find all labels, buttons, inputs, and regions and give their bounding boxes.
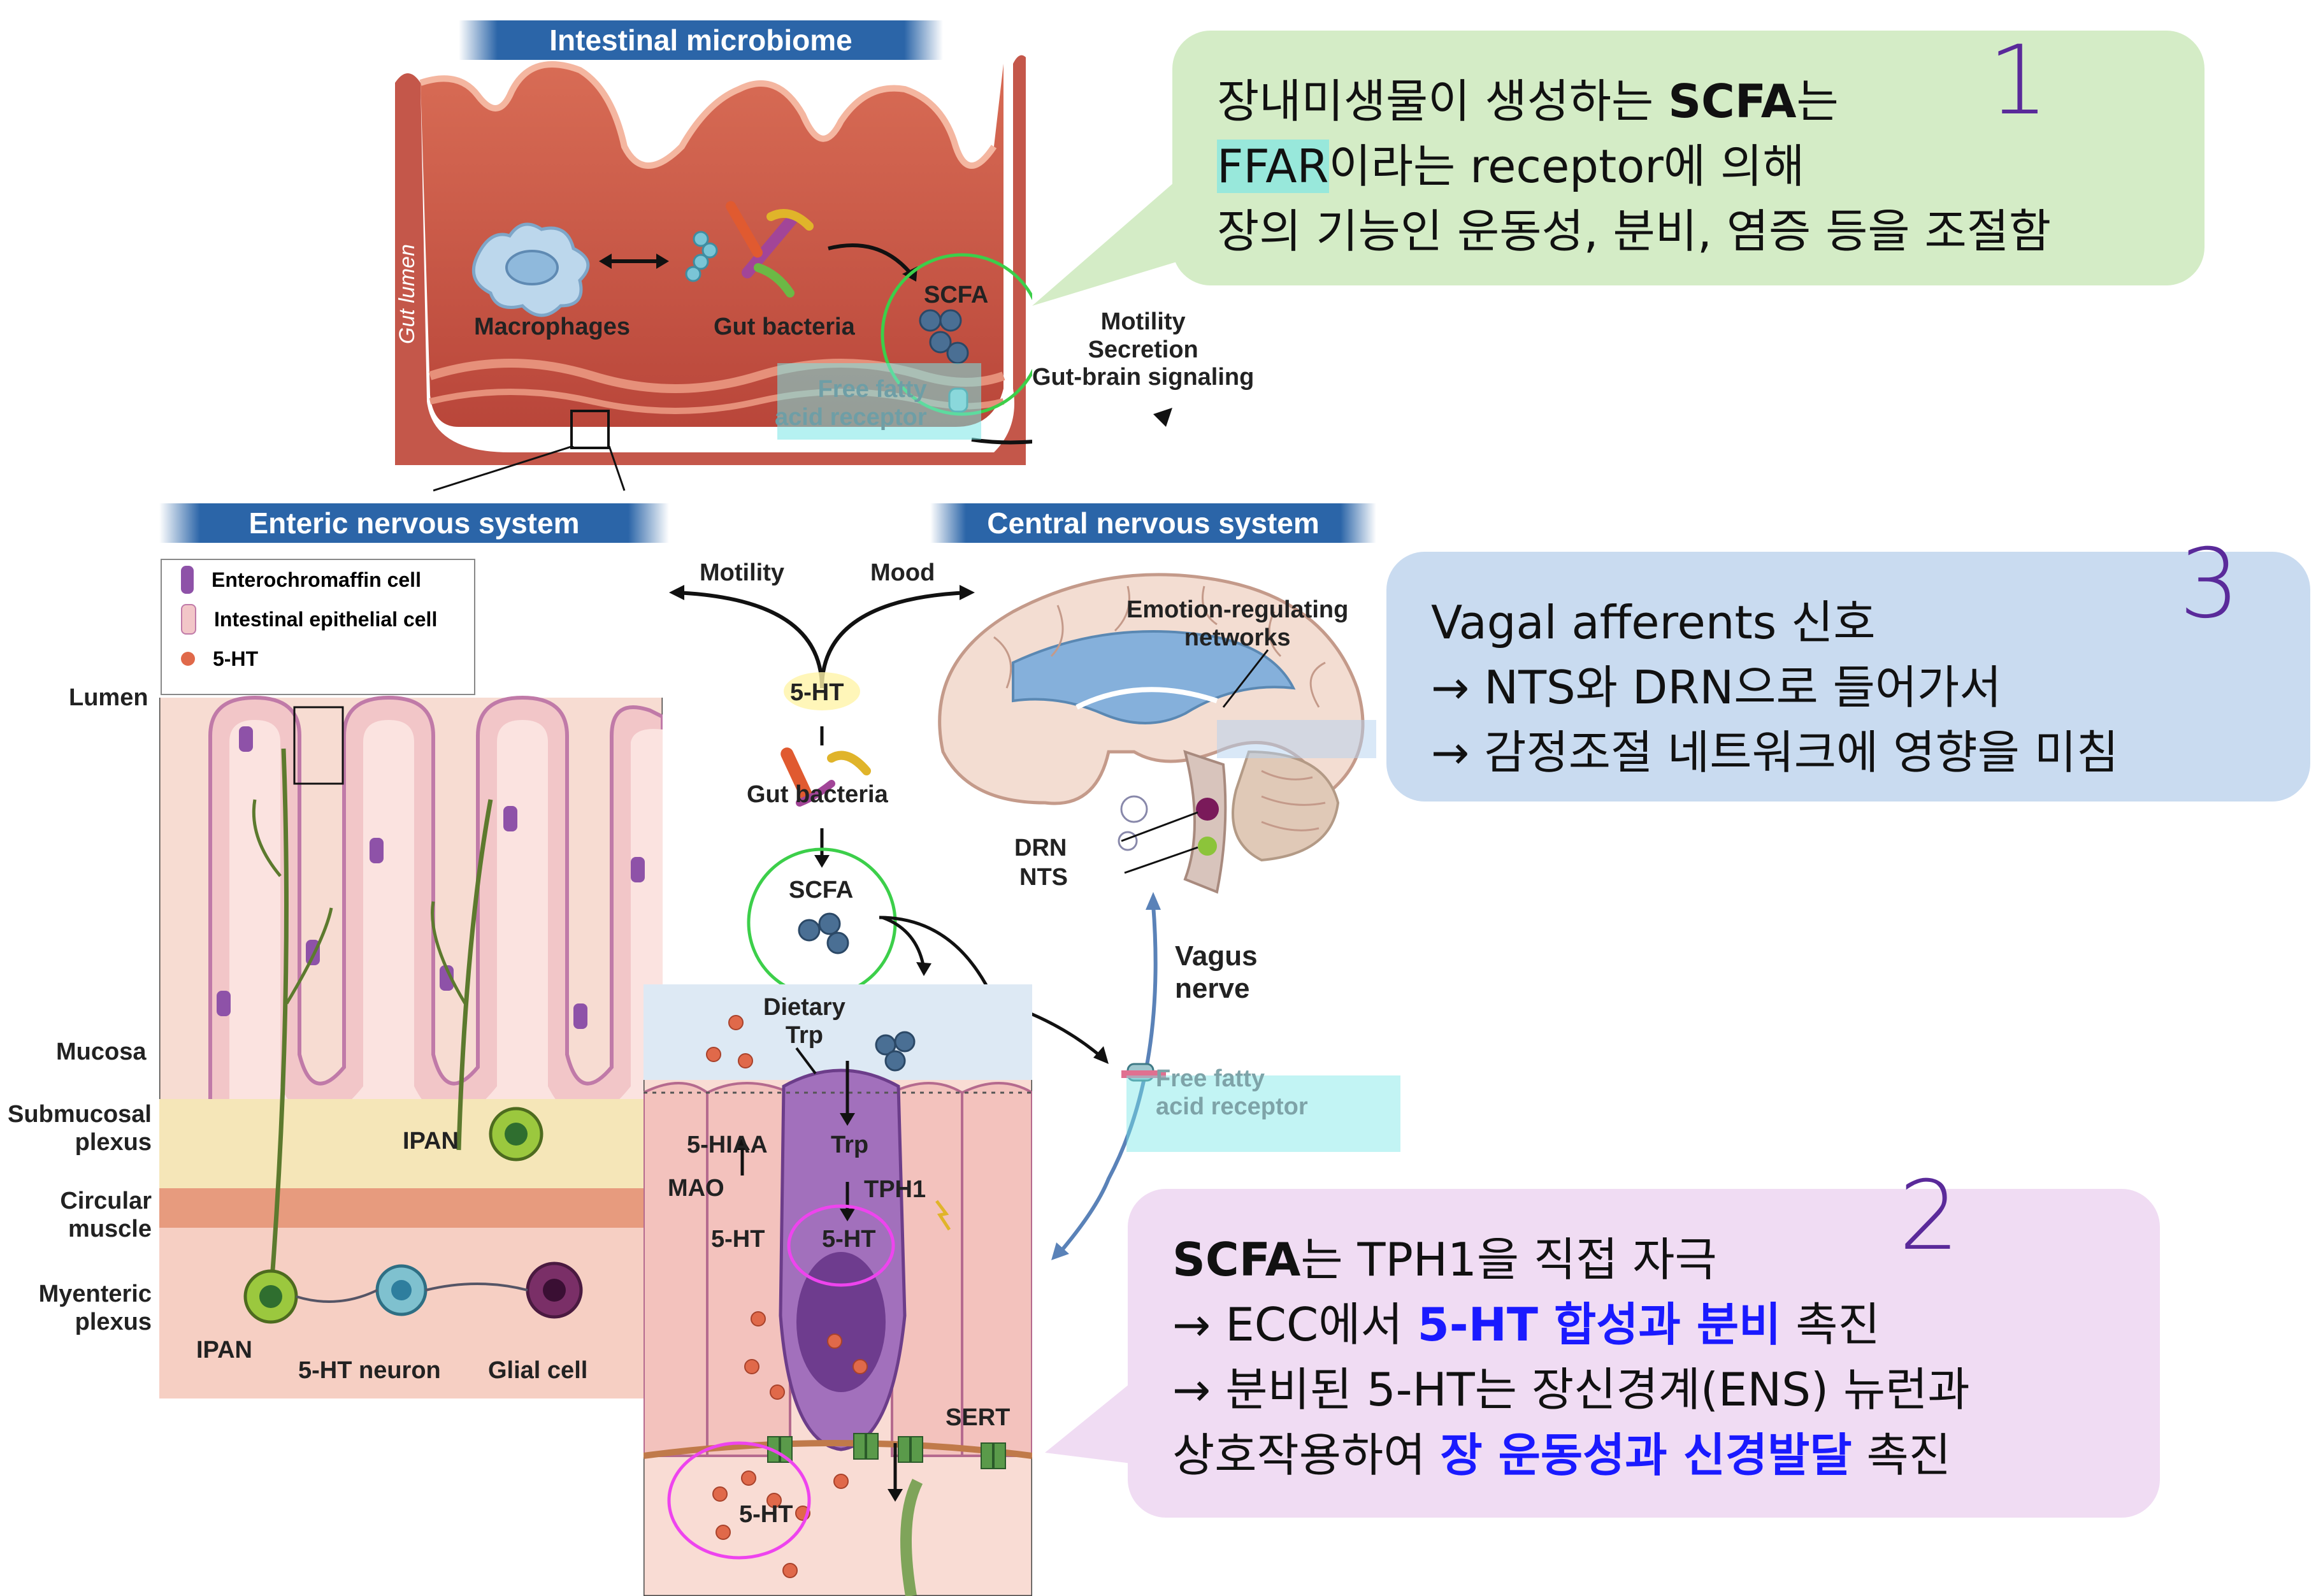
note2-text: 상호작용하여 [1172,1428,1441,1482]
tph1-label: TPH1 [864,1176,926,1203]
drn-label: DRN [1014,835,1067,861]
mao-label: MAO [668,1175,724,1202]
5ht-label-ec: 5-HT [822,1226,876,1253]
glial-cell-label: Glial cell [488,1357,588,1384]
note3-line3: → 감정조절 네트워크에 영향을 미침 [1431,726,2119,780]
ffar-label-top: Free fatty acid receptor [775,376,927,431]
mucosa-label: Mucosa [56,1039,147,1065]
5ht-label-center: 5-HT [790,679,844,706]
circular-muscle-label: Circular muscle [60,1188,152,1242]
note2-line1: SCFA는 TPH1을 직접 자극 [1172,1227,2115,1292]
5hiaa-label: 5-HIAA [687,1132,768,1158]
gut-bacteria-label-top: Gut bacteria [714,313,855,340]
note2-text: 촉진 [1852,1428,1952,1482]
gut-bacteria-label-center: Gut bacteria [747,781,888,808]
note2-highlight: 장 운동성과 신경발달 [1440,1428,1852,1482]
ec-cell-illustration [644,984,1032,1596]
note1-ffar: FFAR [1217,140,1329,194]
brain-illustration [938,573,1376,894]
note3-line2: → NTS와 DRN으로 들어가서 [1431,661,2002,715]
note1-line1: 장내미생물이 생성하는 SCFA는 [1217,69,2160,134]
enterochromaffin-swatch-icon [181,566,194,594]
gut-lumen-label: Gut lumen [395,244,419,344]
5ht-dot-icon [181,652,195,666]
macrophages-label: Macrophages [474,313,630,340]
5ht-label-left: 5-HT [711,1226,765,1253]
note3-line1: Vagal afferents 신호 [1431,596,1876,649]
ffar-highlight-cns [1126,1075,1400,1152]
dietary-trp-label: Dietary Trp [763,994,845,1049]
banner-enteric-nervous-system: Enteric nervous system [159,503,669,543]
vagus-nerve-label: Vagus nerve [1175,940,1258,1004]
note-3-vagal: Vagal afferents 신호 → NTS와 DRN으로 들어가서 → 감… [1386,552,2310,802]
scfa-label-center: SCFA [789,877,854,903]
effects-label: Motility Secretion Gut-brain signaling [1032,308,1255,391]
legend-label: 5-HT [213,647,259,670]
motility-label: Motility [700,559,784,586]
note1-text: 이라는 receptor에 의해 [1328,140,1805,194]
lumen-label: Lumen [69,684,148,711]
sert-label: SERT [946,1404,1011,1431]
note2-text: 촉진 [1781,1298,1880,1352]
note2-text: → ECC에서 [1172,1298,1418,1352]
ipan-label-bottom: IPAN [196,1337,252,1363]
legend-label: Enterochromaffin cell [212,568,421,591]
note1-scfa: SCFA [1668,75,1797,128]
ens-legend: Enterochromaffin cell Intestinal epithel… [161,559,475,695]
mood-label: Mood [870,559,935,586]
arrowhead-effects [1153,408,1172,427]
epithelial-swatch-icon [181,604,196,635]
emotion-networks-label: Emotion-regulating networks [1126,596,1349,651]
ipan-label-top: IPAN [403,1128,459,1154]
note2-line3: → 분비된 5-HT는 장신경계(ENS) 뉴런과 [1172,1363,1970,1417]
note2-highlight: 5-HT 합성과 분비 [1417,1298,1781,1352]
note2-line2: → ECC에서 5-HT 합성과 분비 촉진 [1172,1292,2115,1357]
note2-text: 는 TPH1을 직접 자극 [1300,1233,1717,1286]
vagus-nerve-illustration [1051,892,1166,1260]
note2-scfa: SCFA [1172,1233,1301,1286]
note1-line2: FFAR이라는 receptor에 의해 [1217,134,2160,199]
banner-intestinal-microbiome: Intestinal microbiome [459,20,943,60]
5ht-label-bottom: 5-HT [739,1501,793,1528]
note1-line3: 장의 기능인 운동성, 분비, 염증 등을 조절함 [1217,205,2052,259]
legend-enterochromaffin: Enterochromaffin cell [162,560,474,600]
note3-number: 3 [2179,529,2240,640]
5ht-neuron-label: 5-HT neuron [298,1357,441,1384]
nts-label: NTS [1019,864,1068,891]
myenteric-label: Myenteric plexus [38,1281,152,1335]
legend-5ht: 5-HT [162,639,474,679]
note1-number: 1 [1988,25,2049,136]
submucosal-label: Submucosal plexus [8,1101,152,1156]
intestinal-wall-illustration [395,55,1032,465]
trp-label: Trp [831,1132,869,1158]
center-arrows [669,585,994,1002]
scfa-label-top: SCFA [924,282,989,308]
ffar-label-cns: Free fatty acid receptor [1156,1065,1308,1120]
note2-pointer [1045,1370,1147,1465]
legend-label: Intestinal epithelial cell [214,607,438,631]
note1-pointer [1032,178,1179,306]
legend-epithelial: Intestinal epithelial cell [162,600,474,639]
note-2-tph1: SCFA는 TPH1을 직접 자극 → ECC에서 5-HT 합성과 분비 촉진… [1128,1189,2160,1518]
banner-central-nervous-system: Central nervous system [930,503,1376,543]
note2-line4: 상호작용하여 장 운동성과 신경발달 촉진 [1172,1423,2115,1488]
note2-number: 2 [1899,1161,1960,1272]
zoom-lines [433,446,626,492]
note1-text: 는 [1796,75,1839,128]
note-1-scfa-ffar: 장내미생물이 생성하는 SCFA는 FFAR이라는 receptor에 의해 장… [1172,31,2205,285]
note1-text: 장내미생물이 생성하는 [1217,75,1669,128]
